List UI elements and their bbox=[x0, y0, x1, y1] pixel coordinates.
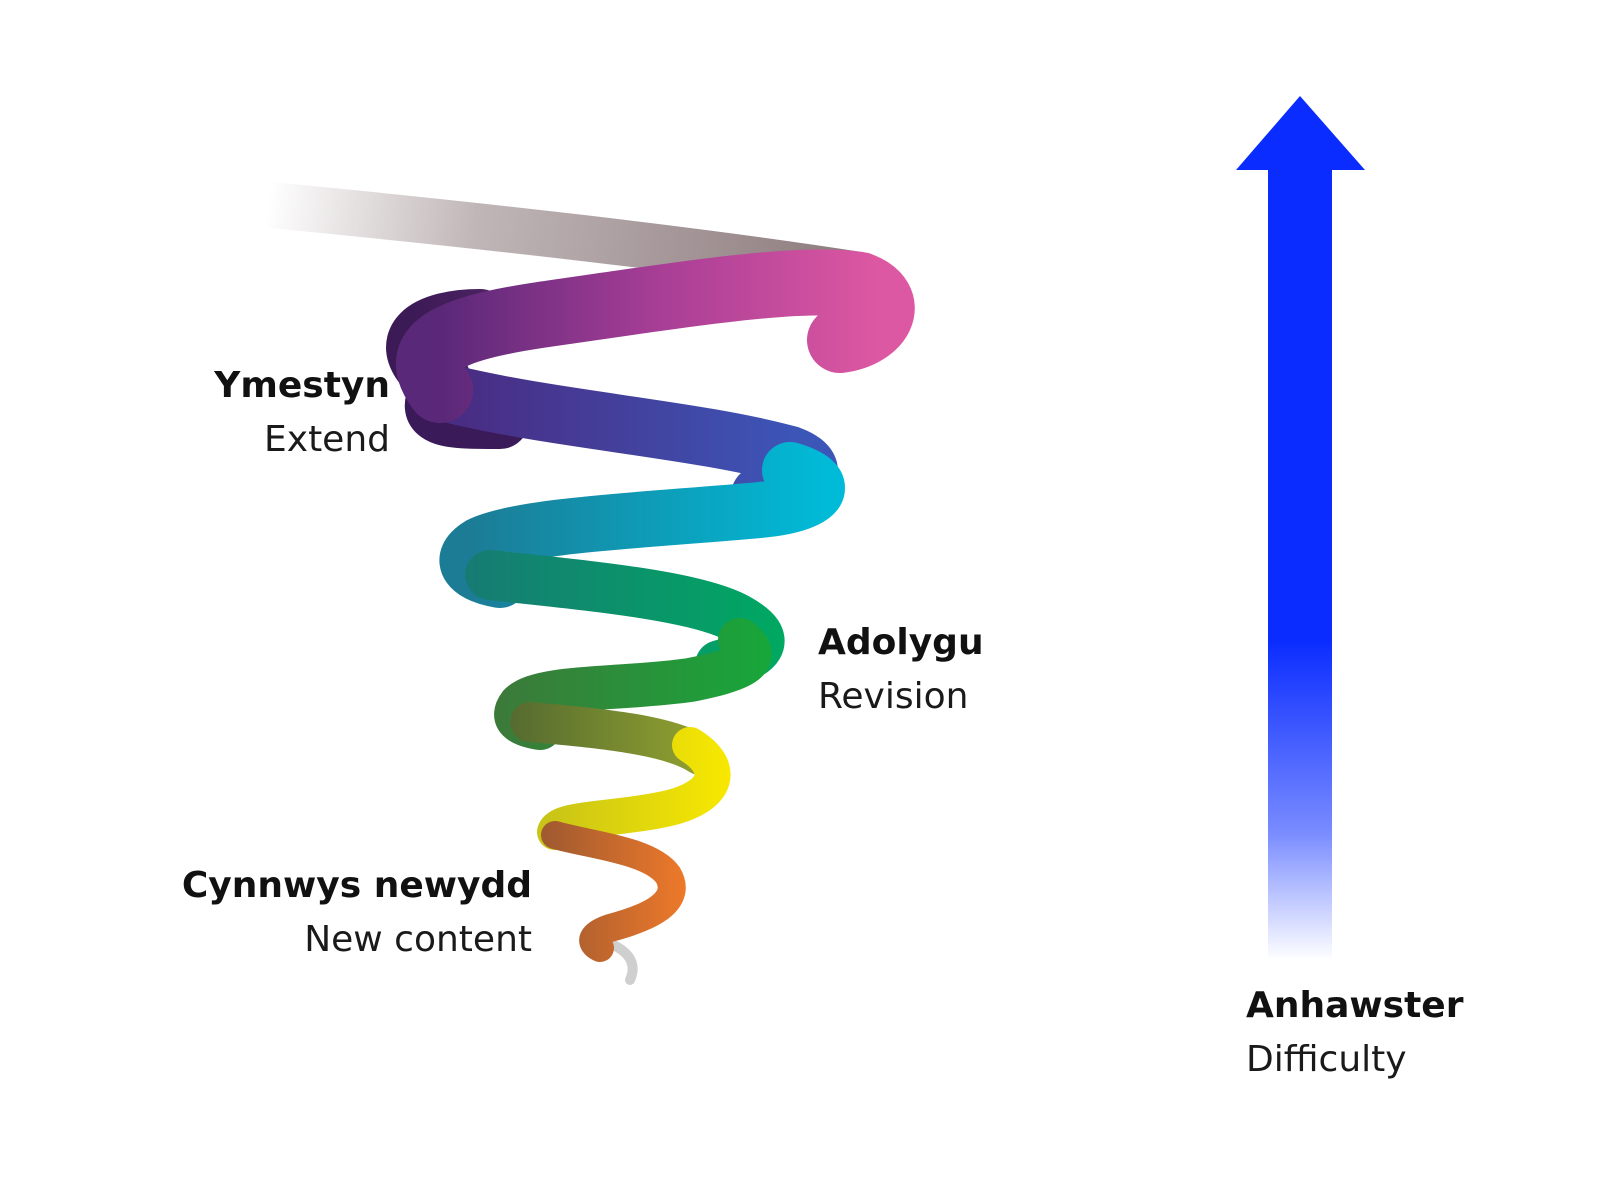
label-new-content: Cynnwys newydd New content bbox=[182, 868, 532, 958]
label-difficulty-welsh: Anhawster bbox=[1246, 985, 1464, 1026]
spiral bbox=[247, 182, 915, 985]
label-difficulty-english: Difficulty bbox=[1246, 1039, 1407, 1080]
spiral-cyan bbox=[439, 442, 845, 608]
arrow-head bbox=[1236, 96, 1365, 170]
spiral-yellow bbox=[537, 727, 731, 850]
difficulty-arrow bbox=[1236, 96, 1365, 960]
label-revision-welsh: Adolygu bbox=[818, 622, 984, 663]
spiral-orange bbox=[541, 821, 686, 962]
label-new-content-welsh: Cynnwys newydd bbox=[181, 865, 532, 906]
label-extend-english: Extend bbox=[264, 419, 390, 460]
label-new-content-english: New content bbox=[304, 919, 532, 960]
label-difficulty: Anhawster Difficulty bbox=[1246, 988, 1463, 1078]
spiral-magenta bbox=[396, 249, 915, 423]
label-revision-english: Revision bbox=[818, 676, 969, 717]
label-extend-welsh: Ymestyn bbox=[214, 365, 390, 406]
label-extend: Ymestyn Extend bbox=[214, 368, 390, 458]
arrow-shaft bbox=[1268, 160, 1332, 960]
label-revision: Adolygu Revision bbox=[818, 625, 984, 715]
